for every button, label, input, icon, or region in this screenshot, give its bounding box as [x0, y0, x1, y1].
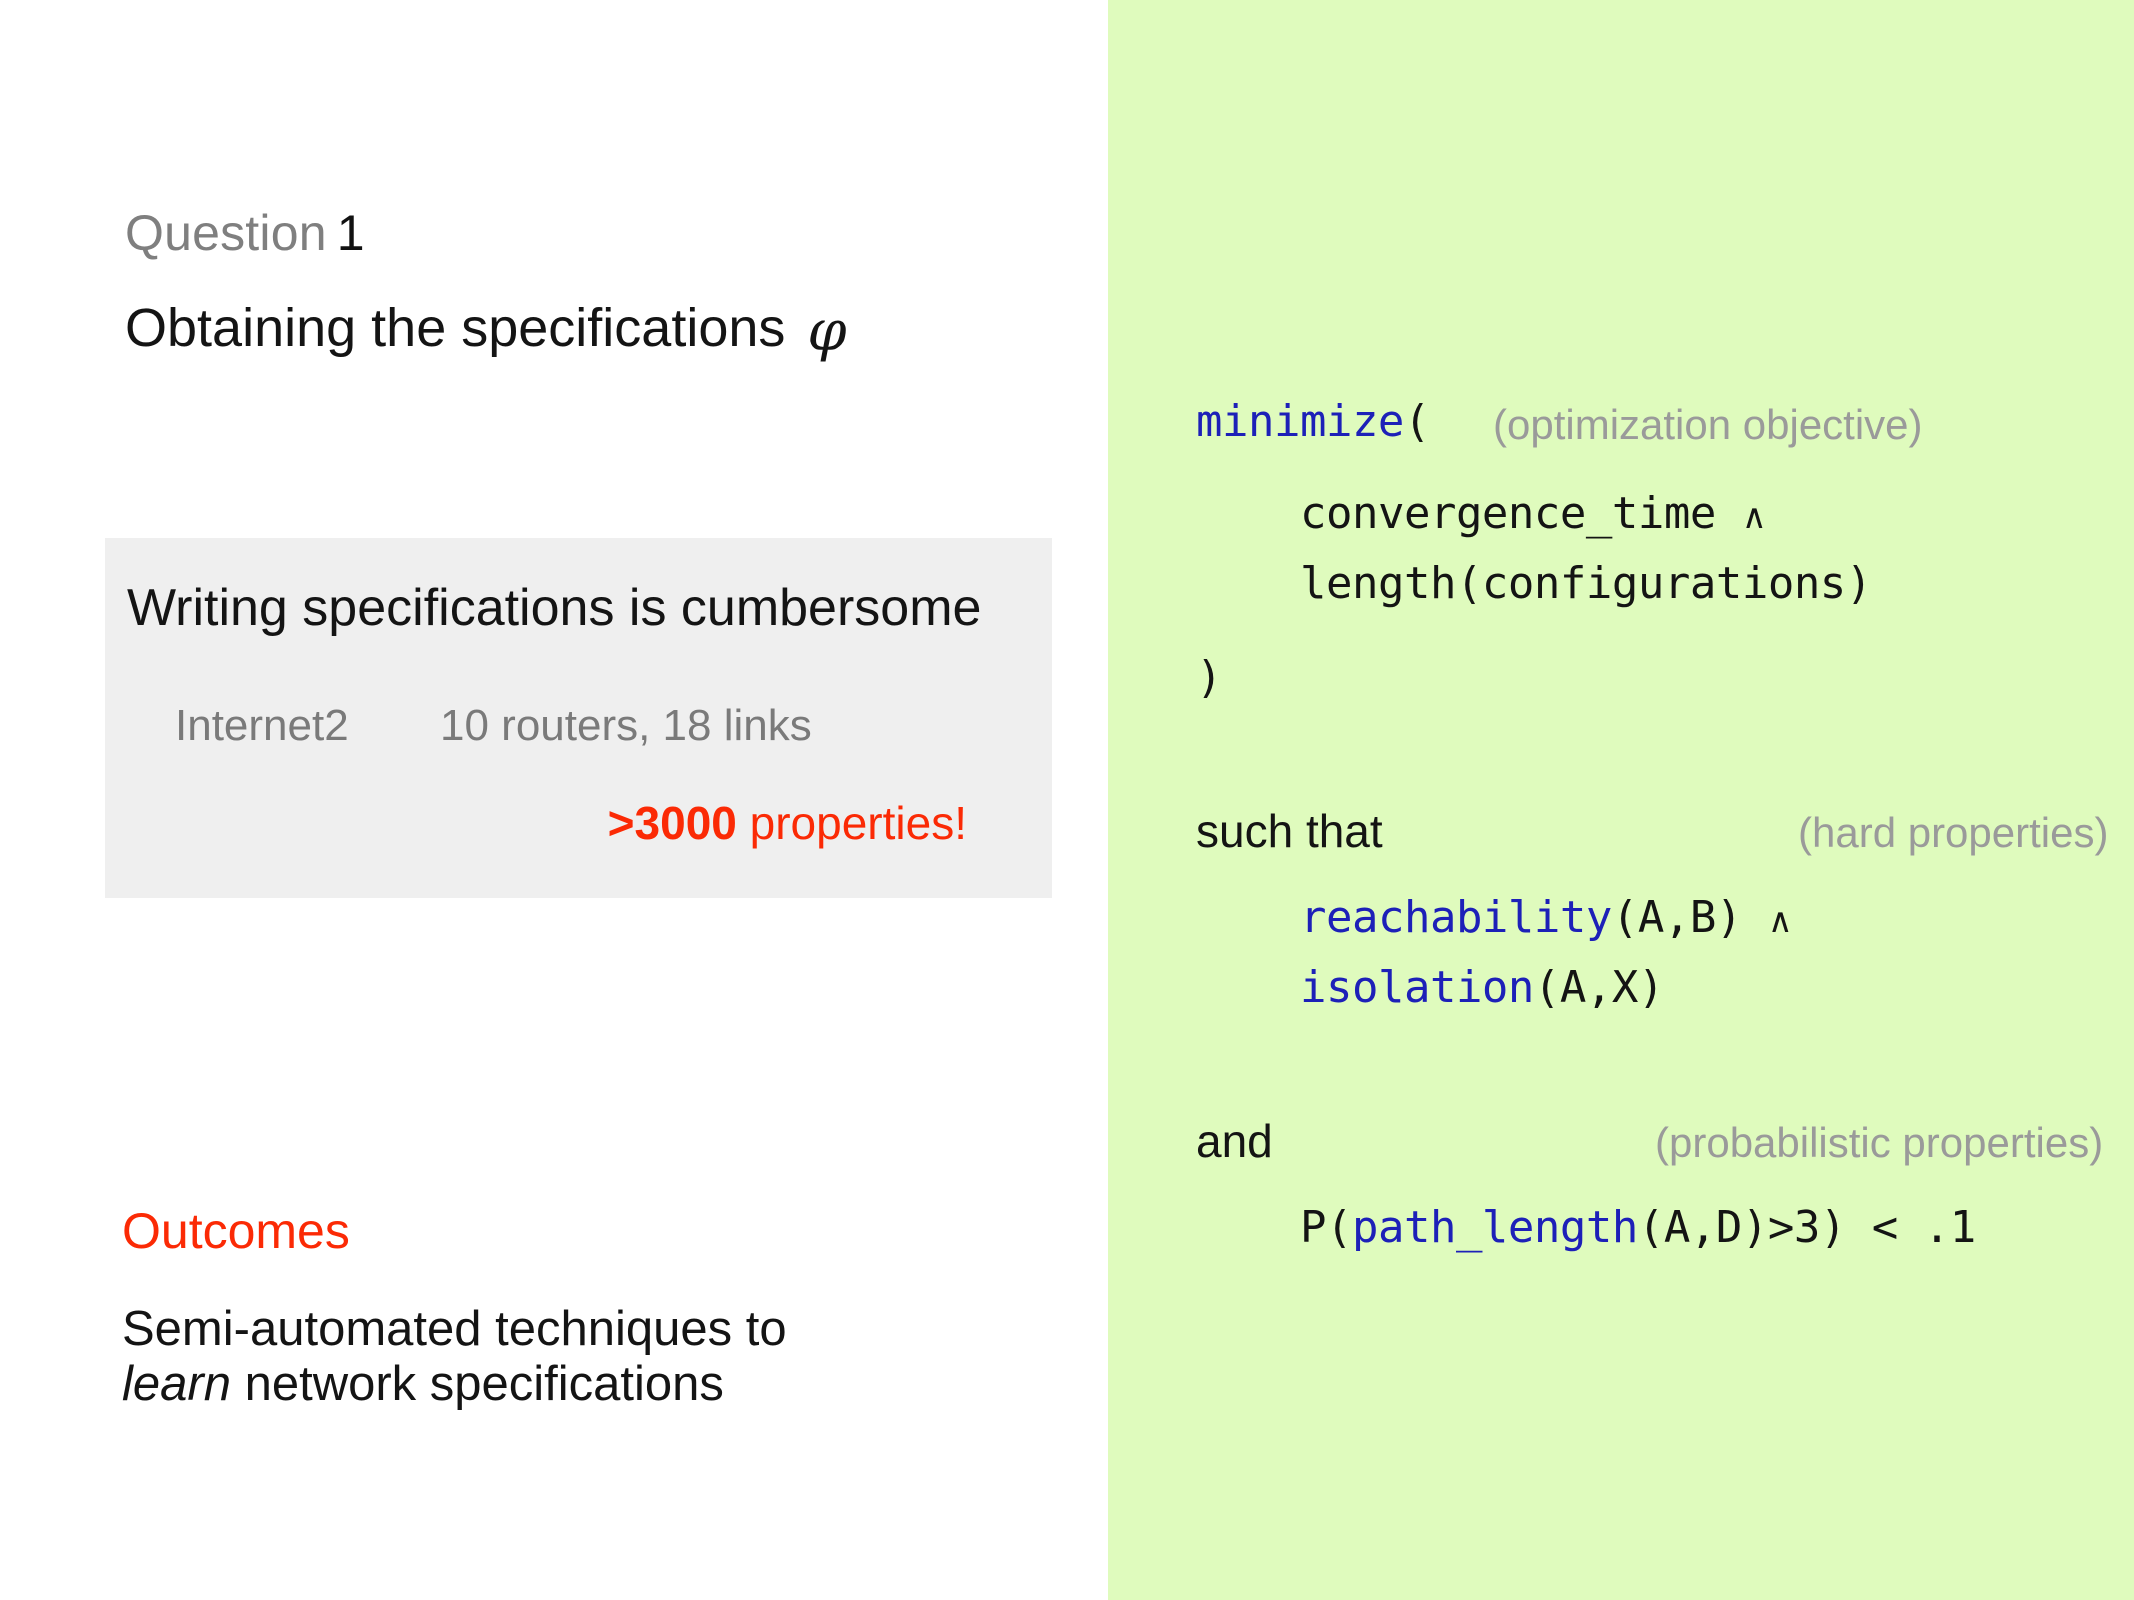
- code-line-path-length-probability: P(path_length(A,D)>3) < .1: [1300, 1206, 1976, 1250]
- minimize-open-paren: (: [1403, 396, 1431, 447]
- isolation-function-name: isolation: [1300, 962, 1534, 1013]
- minimize-function-name: minimize: [1196, 396, 1404, 447]
- outcomes-emphasis: learn: [122, 1357, 231, 1412]
- isolation-arguments: (A,X): [1533, 962, 1664, 1013]
- phi-symbol: φ: [807, 299, 847, 364]
- annotation-probabilistic-properties: (probabilistic properties): [1655, 1119, 2104, 1166]
- network-size: 10 routers, 18 links: [440, 701, 812, 750]
- code-line-reachability: reachability(A,B) ∧: [1300, 896, 1793, 941]
- properties-count: >3000: [607, 797, 737, 849]
- conjunction-symbol: ∧: [1741, 497, 1767, 537]
- callout-title: Writing specifications is cumbersome: [127, 579, 982, 637]
- probability-prefix: P(: [1300, 1202, 1352, 1253]
- outcomes-body: Semi-automated techniques to learn netwo…: [122, 1302, 787, 1413]
- reachability-arguments: (A,B): [1611, 892, 1742, 943]
- code-line-close-paren: ): [1196, 652, 1223, 703]
- annotation-optimization-objective: (optimization objective): [1493, 401, 1923, 448]
- network-name: Internet2: [175, 701, 349, 750]
- outcomes-heading: Outcomes: [122, 1203, 350, 1259]
- kicker-label: Question: [125, 205, 327, 261]
- outcomes-line-1: Semi-automated techniques to: [122, 1302, 787, 1356]
- code-line-isolation: isolation(A,X): [1300, 966, 1664, 1010]
- reachability-function-name: reachability: [1300, 892, 1612, 943]
- right-code-pane: minimize( (optimization objective) conve…: [1108, 0, 2134, 1600]
- callout-box: Writing specifications is cumbersome Int…: [105, 538, 1052, 898]
- convergence-time-term: convergence_time: [1300, 488, 1716, 539]
- kicker-number: 1: [336, 205, 365, 261]
- specification-code-block: minimize( (optimization objective) conve…: [1108, 0, 2134, 1600]
- path-length-function-name: path_length: [1351, 1202, 1638, 1253]
- properties-count-row: >3000 properties!: [175, 800, 1005, 846]
- page-title-text: Obtaining the specifications: [125, 298, 786, 358]
- annotation-hard-properties: (hard properties): [1798, 809, 2109, 856]
- code-line-minimize: minimize(: [1196, 400, 1430, 444]
- properties-label: properties!: [736, 797, 967, 849]
- code-line-convergence-time: convergence_time ∧: [1300, 492, 1767, 537]
- conjunction-symbol-2: ∧: [1767, 901, 1793, 941]
- network-stats-row: Internet2 10 routers, 18 links: [175, 704, 1005, 748]
- outcomes-line-2-rest: network specifications: [230, 1357, 724, 1412]
- code-line-length-configurations: length(configurations): [1300, 558, 1872, 609]
- probability-suffix: (A,D)>3) < .1: [1637, 1202, 1976, 1253]
- keyword-and: and: [1196, 1115, 1273, 1167]
- keyword-such-that: such that: [1196, 805, 1383, 857]
